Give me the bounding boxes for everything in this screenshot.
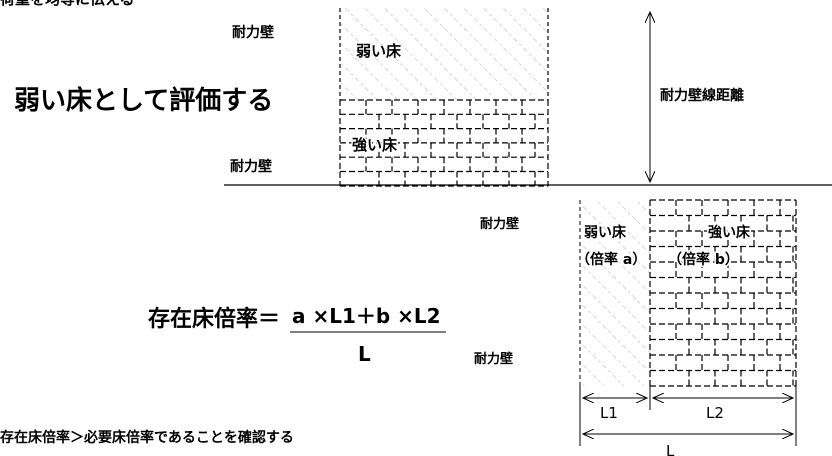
bottom-strong-floor-brick [649,199,797,387]
bottom-strong-multiplier: （倍率 b） [668,251,739,268]
top-weak-floor-area [339,8,549,100]
bottom-weak-floor-area [579,200,650,386]
evaluate-text: 弱い床として評価する [14,85,273,116]
top-weak-floor-label: 弱い床 [356,42,402,60]
check-text: 存在床倍率＞必要床倍率であることを確認する [0,429,294,446]
top-wall-label-lower: 耐力壁 [230,158,272,175]
dimension-l2: L2 [706,404,724,422]
top-strong-floor-brick [339,99,549,187]
formula-numerator: a ×L1＋b ×L2 [292,304,441,328]
bottom-strong-floor-label: 強い床 [708,224,751,241]
formula-denominator: L [358,342,371,366]
formula-lhs: 存在床倍率＝ [148,306,280,332]
bottom-weak-floor-label: 弱い床 [584,224,627,241]
header-fragment: 荷重を均等に伝える [0,0,135,8]
dimension-l1: L1 [600,404,618,422]
bottom-wall-label-lower: 耐力壁 [474,351,513,367]
dimension-l: L [666,442,675,456]
dimension-lines [579,386,797,446]
distance-label: 耐力壁線距離 [660,87,744,104]
top-strong-floor-label: 強い床 [352,136,398,154]
top-wall-label-upper: 耐力壁 [232,24,274,41]
bottom-wall-label-upper: 耐力壁 [480,216,519,232]
bottom-weak-multiplier: （倍率 a） [576,251,646,268]
